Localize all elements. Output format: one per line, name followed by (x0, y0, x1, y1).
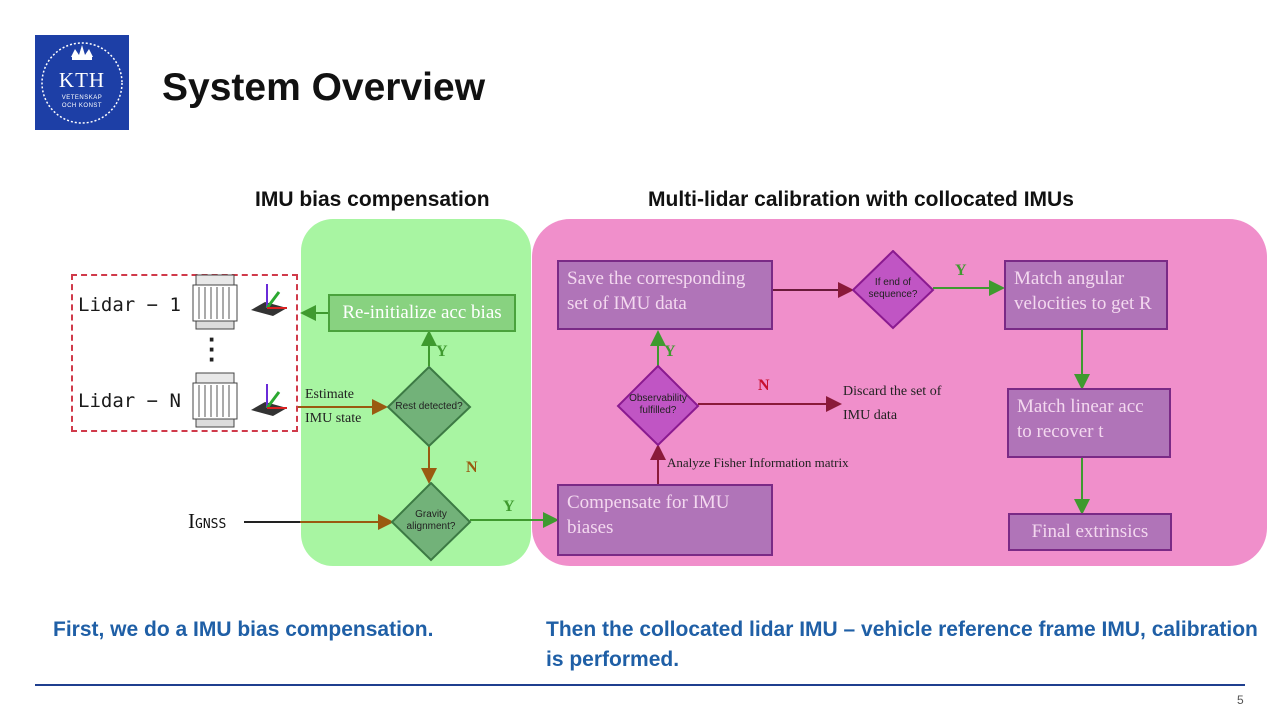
decision-rest-label: Rest detected? (395, 401, 463, 412)
kth-logo: KTH VETENSKAP OCH KONST (35, 35, 129, 130)
estimate-imu-state-text: Estimate IMU state (305, 387, 362, 426)
gnss-input-label: IGNSS (188, 509, 226, 534)
lidar-group (71, 274, 298, 432)
ellipsis-dots: ··· (208, 324, 217, 374)
lidar-sensor-icon (192, 372, 238, 428)
final-extrinsics-box: Final extrinsics (1008, 513, 1172, 551)
match-angular-box: Match angular velocities to get R (1004, 260, 1168, 330)
fisher-matrix-text: Analyze Fisher Information matrix (667, 455, 849, 470)
decision-end-of-sequence-label: If end of sequence? (868, 277, 918, 300)
section-title-right: Multi-lidar calibration with collocated … (648, 188, 1074, 211)
no-label: N (466, 459, 478, 476)
page-number: 5 (1237, 693, 1244, 707)
logo-text: KTH (58, 68, 106, 92)
discard-imu-data-text: Discard the set of IMU data (843, 384, 942, 423)
lidar-sensor-icon (192, 274, 238, 330)
match-linear-box: Match linear acc to recover t (1007, 388, 1171, 458)
yes-label: Y (955, 262, 967, 279)
imu-axes-icon (251, 284, 287, 316)
caption-right: Then the collocated lidar IMU – vehicle … (546, 618, 1258, 671)
decision-rest-detected (386, 366, 472, 448)
decision-gravity-label: Gravity alignment? (406, 509, 456, 532)
yes-label: Y (436, 343, 448, 360)
decision-observability (616, 365, 700, 447)
section-title-left: IMU bias compensation (255, 188, 490, 211)
no-label: N (758, 377, 770, 394)
reinit-acc-bias-box: Re-initialize acc bias (328, 294, 516, 332)
decision-end-of-sequence (851, 250, 935, 330)
page-title: System Overview (162, 66, 486, 109)
compensate-biases-box: Compensate for IMU biases (557, 484, 773, 556)
gnss-subscript: GNSS (195, 517, 227, 532)
logo-subtext-2: OCH KONST (61, 103, 103, 109)
lidar-n-label: Lidar − N (78, 390, 181, 412)
crown-icon (41, 42, 123, 124)
yes-label: Y (503, 498, 515, 515)
decision-observability-label: Observability fulfilled? (629, 393, 687, 416)
gnss-symbol: I (188, 509, 195, 533)
imu-axes-icon (251, 384, 287, 416)
decision-gravity-alignment (390, 482, 472, 562)
caption-left: First, we do a IMU bias compensation. (53, 618, 434, 641)
logo-subtext-1: VETENSKAP (61, 95, 103, 101)
yes-label: Y (664, 343, 676, 360)
lidar-1-label: Lidar − 1 (78, 294, 181, 316)
footer-divider (35, 684, 1245, 686)
save-imu-data-box: Save the corresponding set of IMU data (557, 260, 773, 330)
